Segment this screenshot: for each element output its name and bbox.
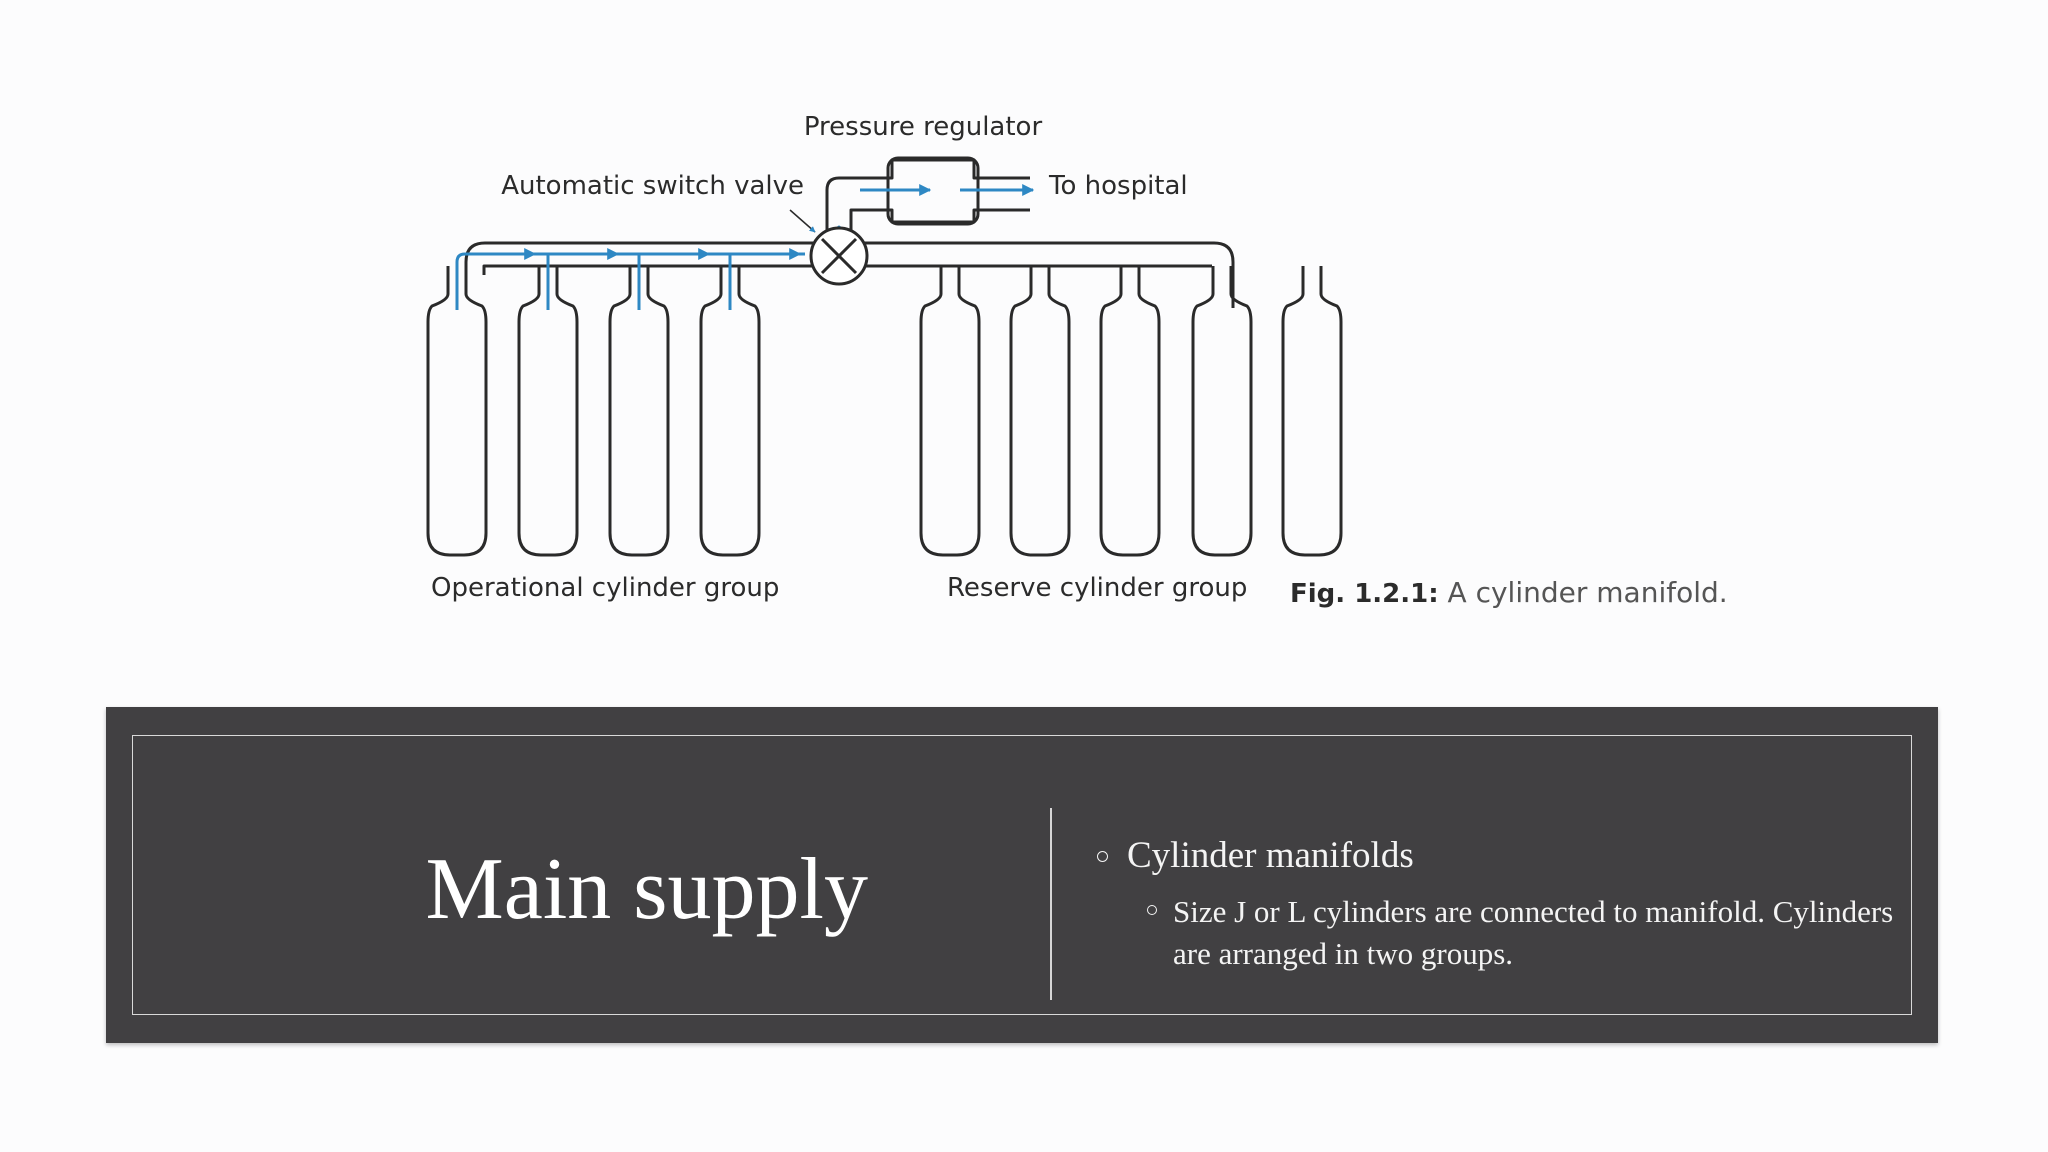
operational-cylinder-2: [517, 266, 579, 557]
cylinders: [426, 266, 1343, 557]
sub-bullet-item: Size J or L cylinders are connected to m…: [1093, 891, 1933, 975]
label-automatic-switch-valve: Automatic switch valve: [501, 171, 804, 201]
label-operational-cylinder-group: Operational cylinder group: [431, 573, 779, 603]
header-flow-line: [455, 252, 805, 310]
cylinder-manifold-diagram: Pressure regulator Automatic switch valv…: [426, 112, 1728, 609]
figure-caption-text: A cylinder manifold.: [1439, 576, 1728, 609]
operational-cylinder-4: [699, 266, 761, 557]
slide-title: Main supply: [425, 841, 868, 938]
header-flow-arrows: [455, 248, 805, 310]
label-pressure-regulator: Pressure regulator: [804, 112, 1043, 142]
bullet-list: Cylinder manifolds Size J or L cylinders…: [1093, 835, 1933, 975]
manifold-header-inner: [482, 264, 1212, 275]
main-supply-banner: Main supply Cylinder manifolds Size J or…: [106, 707, 1938, 1043]
valve-pointer-line: [789, 209, 816, 233]
automatic-switch-valve: [809, 226, 869, 286]
operational-cylinder-1: [426, 266, 488, 557]
label-reserve-cylinder-group: Reserve cylinder group: [947, 573, 1247, 603]
regulator-pipe-upper: [825, 158, 1030, 240]
bullet-item: Cylinder manifolds: [1093, 835, 1933, 877]
title-divider: [1050, 808, 1052, 1000]
reserve-cylinder-4: [1191, 266, 1253, 557]
banner-frame: Main supply Cylinder manifolds Size J or…: [132, 735, 1912, 1015]
figure-caption: Fig. 1.2.1: A cylinder manifold.: [1290, 576, 1728, 609]
figure-caption-prefix: Fig. 1.2.1:: [1290, 579, 1439, 609]
reserve-cylinder-2: [1009, 266, 1071, 557]
reserve-cylinder-1: [919, 266, 981, 557]
label-to-hospital: To hospital: [1048, 171, 1188, 201]
reserve-cylinder-5: [1281, 266, 1343, 557]
operational-cylinder-3: [608, 266, 670, 557]
reserve-cylinder-3: [1099, 266, 1161, 557]
